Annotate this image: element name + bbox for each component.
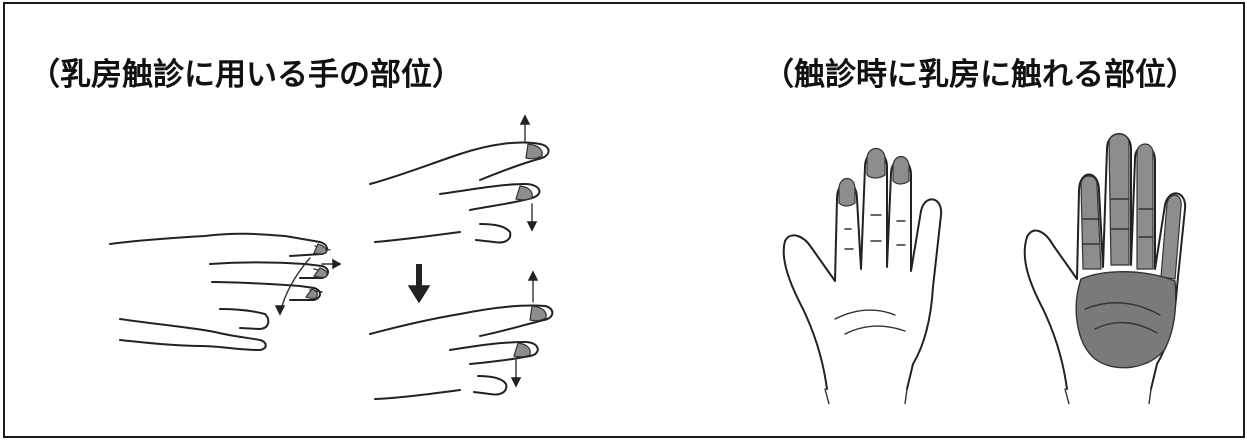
caption-hand-parts-used: （乳房触診に用いる手の部位） bbox=[29, 57, 463, 93]
fingertip-press-step-1 bbox=[369, 114, 550, 244]
open-hand-fingertips bbox=[782, 147, 943, 405]
side-view-hand bbox=[109, 232, 342, 351]
right-illustration bbox=[765, 119, 1215, 405]
step-down-arrow bbox=[407, 264, 431, 304]
hand-press-diagram bbox=[109, 114, 554, 400]
open-hand-palm-shaded bbox=[1023, 133, 1187, 405]
figure-frame: （乳房触診に用いる手の部位） （触診時に乳房に触れる部位） bbox=[3, 2, 1245, 438]
left-illustration bbox=[100, 114, 600, 414]
caption-contact-parts: （触診時に乳房に触れる部位） bbox=[763, 57, 1197, 93]
palm-contact-diagram bbox=[782, 133, 1187, 405]
fingertip-press-step-2 bbox=[369, 270, 554, 400]
